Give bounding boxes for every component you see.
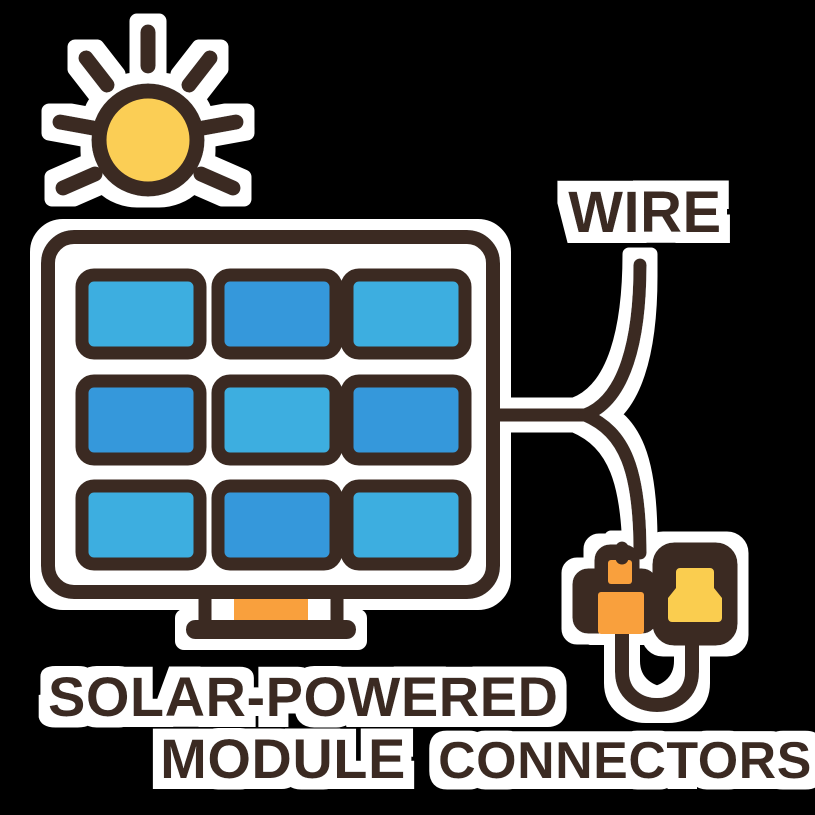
sun-ray-nw	[78, 50, 115, 93]
wire-path	[480, 258, 647, 560]
panel-cell	[211, 479, 343, 571]
artwork-group: WIRE SOLAR-POWERED MODULE CONNECTORS	[41, 24, 812, 790]
female-connector	[652, 542, 738, 646]
panel-cell	[340, 374, 472, 466]
panel-cell	[340, 479, 472, 571]
stand-base	[186, 620, 356, 639]
connector-loop-wire	[615, 625, 699, 712]
panel-cell	[75, 374, 207, 466]
sun-icon	[52, 24, 244, 197]
male-connector-tip	[608, 560, 632, 584]
sun-ray-ne	[181, 50, 218, 93]
male-connector	[572, 544, 658, 634]
sun-ray-se	[193, 166, 241, 196]
panel-stand	[186, 592, 356, 639]
sun-ray-e	[195, 114, 244, 136]
label-wire: WIRE	[568, 180, 721, 245]
sun-ray-w	[52, 114, 101, 136]
wire-branch-down	[578, 408, 647, 560]
sun-ray-sw	[55, 166, 103, 196]
wire-branch-up	[578, 258, 647, 422]
panel-cell	[75, 479, 207, 571]
label-connectors: CONNECTORS	[438, 732, 812, 790]
panel-cell	[340, 268, 472, 360]
male-connector-body	[598, 592, 644, 634]
solar-panel	[41, 230, 500, 599]
panel-cell	[211, 268, 343, 360]
label-module-line1: SOLAR-POWERED	[48, 665, 559, 728]
sun-rays	[52, 24, 244, 196]
female-connector-body	[668, 568, 722, 622]
panel-cell	[211, 374, 343, 466]
label-module-line2: MODULE	[160, 727, 406, 790]
panel-cell	[75, 268, 207, 360]
sun-core	[91, 83, 205, 197]
